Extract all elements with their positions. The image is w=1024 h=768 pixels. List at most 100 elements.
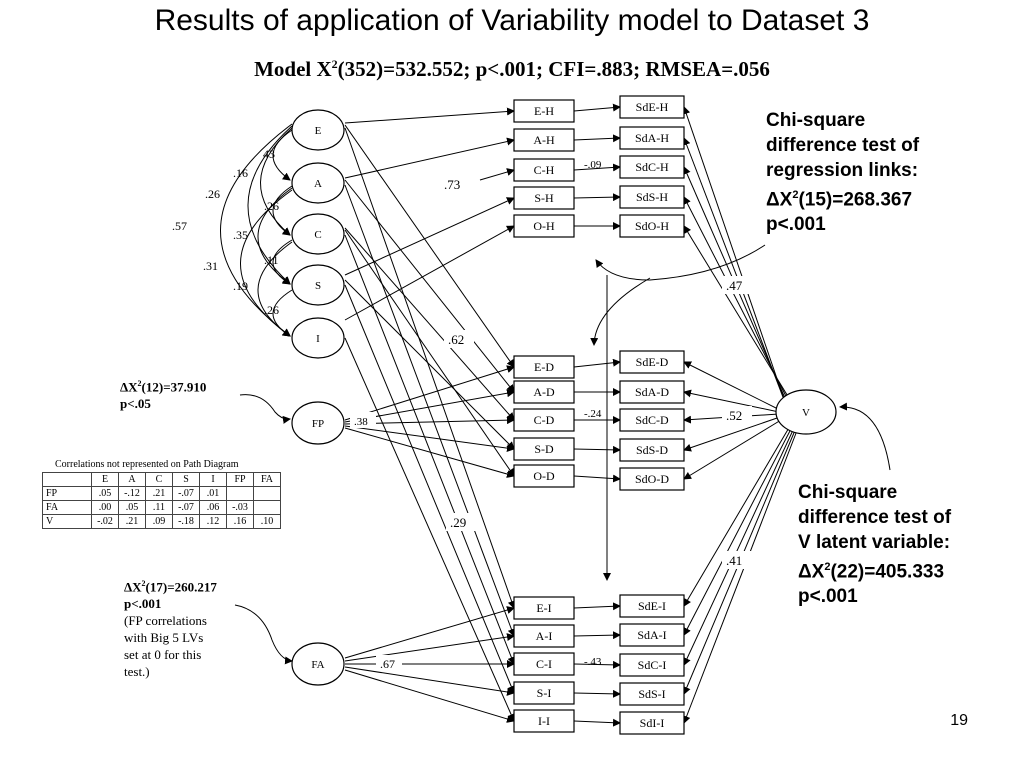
latent-e-circle <box>291 109 345 151</box>
chi-v-line: difference test of <box>798 507 952 528</box>
slide-title: Results of application of Variability mo… <box>154 4 870 37</box>
fa-note-line: (FP correlations <box>124 613 207 629</box>
sd-label: SdI-I <box>640 716 665 730</box>
fa-chi-p: p<.001 <box>124 596 162 612</box>
chi-v-stat-sup: 2 <box>824 561 831 573</box>
fp-chi-sup: 2 <box>137 379 142 388</box>
corr-label: .26 <box>264 303 279 317</box>
corr-label: .35 <box>233 228 248 242</box>
indicator-to-sd-arrows <box>573 103 621 727</box>
chi-regression-note: Chi-square difference test of regression… <box>766 108 919 237</box>
corr-cell: .05 <box>118 500 146 515</box>
box-label: A-I <box>536 629 553 643</box>
corr-label: .31 <box>203 259 218 273</box>
coef-label: -.09 <box>584 159 602 171</box>
coefficient-labels: .73 -.09 .62 .38 -.24 .52 .47 .29 .41 .6… <box>354 159 743 671</box>
corr-header-cell: I <box>199 472 227 487</box>
corr-cell: -.18 <box>172 514 200 529</box>
fp-chi-prefix: ΔX <box>120 379 138 395</box>
sd-label: SdA-I <box>637 628 666 642</box>
indicator-boxes <box>513 95 685 735</box>
arc-e-c <box>260 127 293 236</box>
regression-paths <box>344 107 516 723</box>
corr-cell: .21 <box>118 514 146 529</box>
chi-v-line: Chi-square <box>798 482 898 503</box>
corr-cell: .05 <box>91 486 119 501</box>
corr-cell: .11 <box>145 500 173 515</box>
corr-cell: FA <box>42 500 92 515</box>
sd-label: SdS-I <box>638 687 665 701</box>
fp-chi-p: p<.05 <box>120 396 151 412</box>
sd-label: SdE-D <box>636 355 669 369</box>
fp-chi-note: ΔX2(12)=37.910 p<.05 <box>120 375 206 412</box>
page-number: 19 <box>950 712 968 729</box>
corr-cell: .09 <box>145 514 173 529</box>
box-label: S-I <box>537 686 552 700</box>
corr-header-cell: A <box>118 472 146 487</box>
latent-fa-circle <box>291 642 345 686</box>
coefficient-label-bgs <box>350 174 752 671</box>
corr-header-cell: E <box>91 472 119 487</box>
sd-label: SdO-D <box>635 472 669 486</box>
sd-label: SdE-I <box>638 599 666 613</box>
latent-a-circle <box>291 162 345 204</box>
coef-label: -.24 <box>584 408 602 420</box>
arc-s-i <box>272 289 293 337</box>
chi-v-p: p<.001 <box>798 586 858 608</box>
corr-header-row: E A C S I FP FA <box>42 472 281 487</box>
corr-cell: -.07 <box>172 486 200 501</box>
fa-note-line: with Big 5 LVs <box>124 630 204 646</box>
box-label: O-H <box>533 219 555 233</box>
fa-chi-prefix: ΔX <box>124 579 142 595</box>
corr-row: FP .05 -.12 .21 -.07 .01 <box>42 486 281 501</box>
corr-label: .26 <box>205 187 220 201</box>
fa-chi-stat: ΔX2(17)=260.217 <box>124 575 217 595</box>
corr-label: .16 <box>233 166 248 180</box>
corr-header-cell: S <box>172 472 200 487</box>
corr-label: .26 <box>264 199 279 213</box>
corr-cell: .10 <box>253 514 281 529</box>
corr-cell: .21 <box>145 486 173 501</box>
box-label: I-I <box>538 714 550 728</box>
corr-cell <box>253 486 281 501</box>
latent-c-circle <box>291 213 345 255</box>
box-label: O-D <box>533 469 555 483</box>
corr-cell: .16 <box>226 514 254 529</box>
box-label: A-H <box>533 133 555 147</box>
corr-cell: FP <box>42 486 92 501</box>
coef-label: .52 <box>726 408 742 423</box>
fp-chi-rest: (12)=37.910 <box>141 379 207 395</box>
latent-i-circle <box>291 317 345 359</box>
corr-cell: -.07 <box>172 500 200 515</box>
coef-label: .47 <box>726 278 743 293</box>
corr-cell: -.02 <box>91 514 119 529</box>
corr-header-cell: FA <box>253 472 281 487</box>
fa-chi-note: ΔX2(17)=260.217 p<.001 (FP correlations … <box>124 575 217 680</box>
coef-label: .73 <box>444 177 460 192</box>
arc-a-i <box>240 189 293 337</box>
sd-label: SdS-D <box>636 443 668 457</box>
arc-e-a <box>272 129 293 181</box>
subtitle-rest: (352)=532.552; p<.001; CFI=.883; RMSEA=.… <box>337 57 770 81</box>
coef-label: .38 <box>354 416 368 428</box>
latent-label: FP <box>312 418 324 430</box>
chi-v-stat: ΔX2(22)=405.333 <box>798 555 951 584</box>
corr-row: V -.02 .21 .09 -.18 .12 .16 .10 <box>42 514 281 529</box>
corr-header-cell: C <box>145 472 173 487</box>
latent-label: A <box>314 178 322 190</box>
corr-cell: .06 <box>199 500 227 515</box>
corr-cell: .12 <box>199 514 227 529</box>
box-label: S-D <box>534 442 554 456</box>
latent-label: FA <box>311 659 324 671</box>
corr-table-caption: Correlations not represented on Path Dia… <box>55 459 239 470</box>
coef-label: .41 <box>726 553 742 568</box>
latent-fp-circle <box>291 401 345 445</box>
fa-note-line: set at 0 for this <box>124 647 202 663</box>
chi-v-stat-rest: (22)=405.333 <box>830 561 945 583</box>
corr-cell <box>226 486 254 501</box>
correlation-table: E A C S I FP FA FP .05 -.12 .21 -.07 .01… <box>42 472 281 529</box>
fp-chi-stat: ΔX2(12)=37.910 <box>120 375 206 395</box>
corr-label: 43 <box>263 147 275 161</box>
box-label: S-H <box>534 191 554 205</box>
